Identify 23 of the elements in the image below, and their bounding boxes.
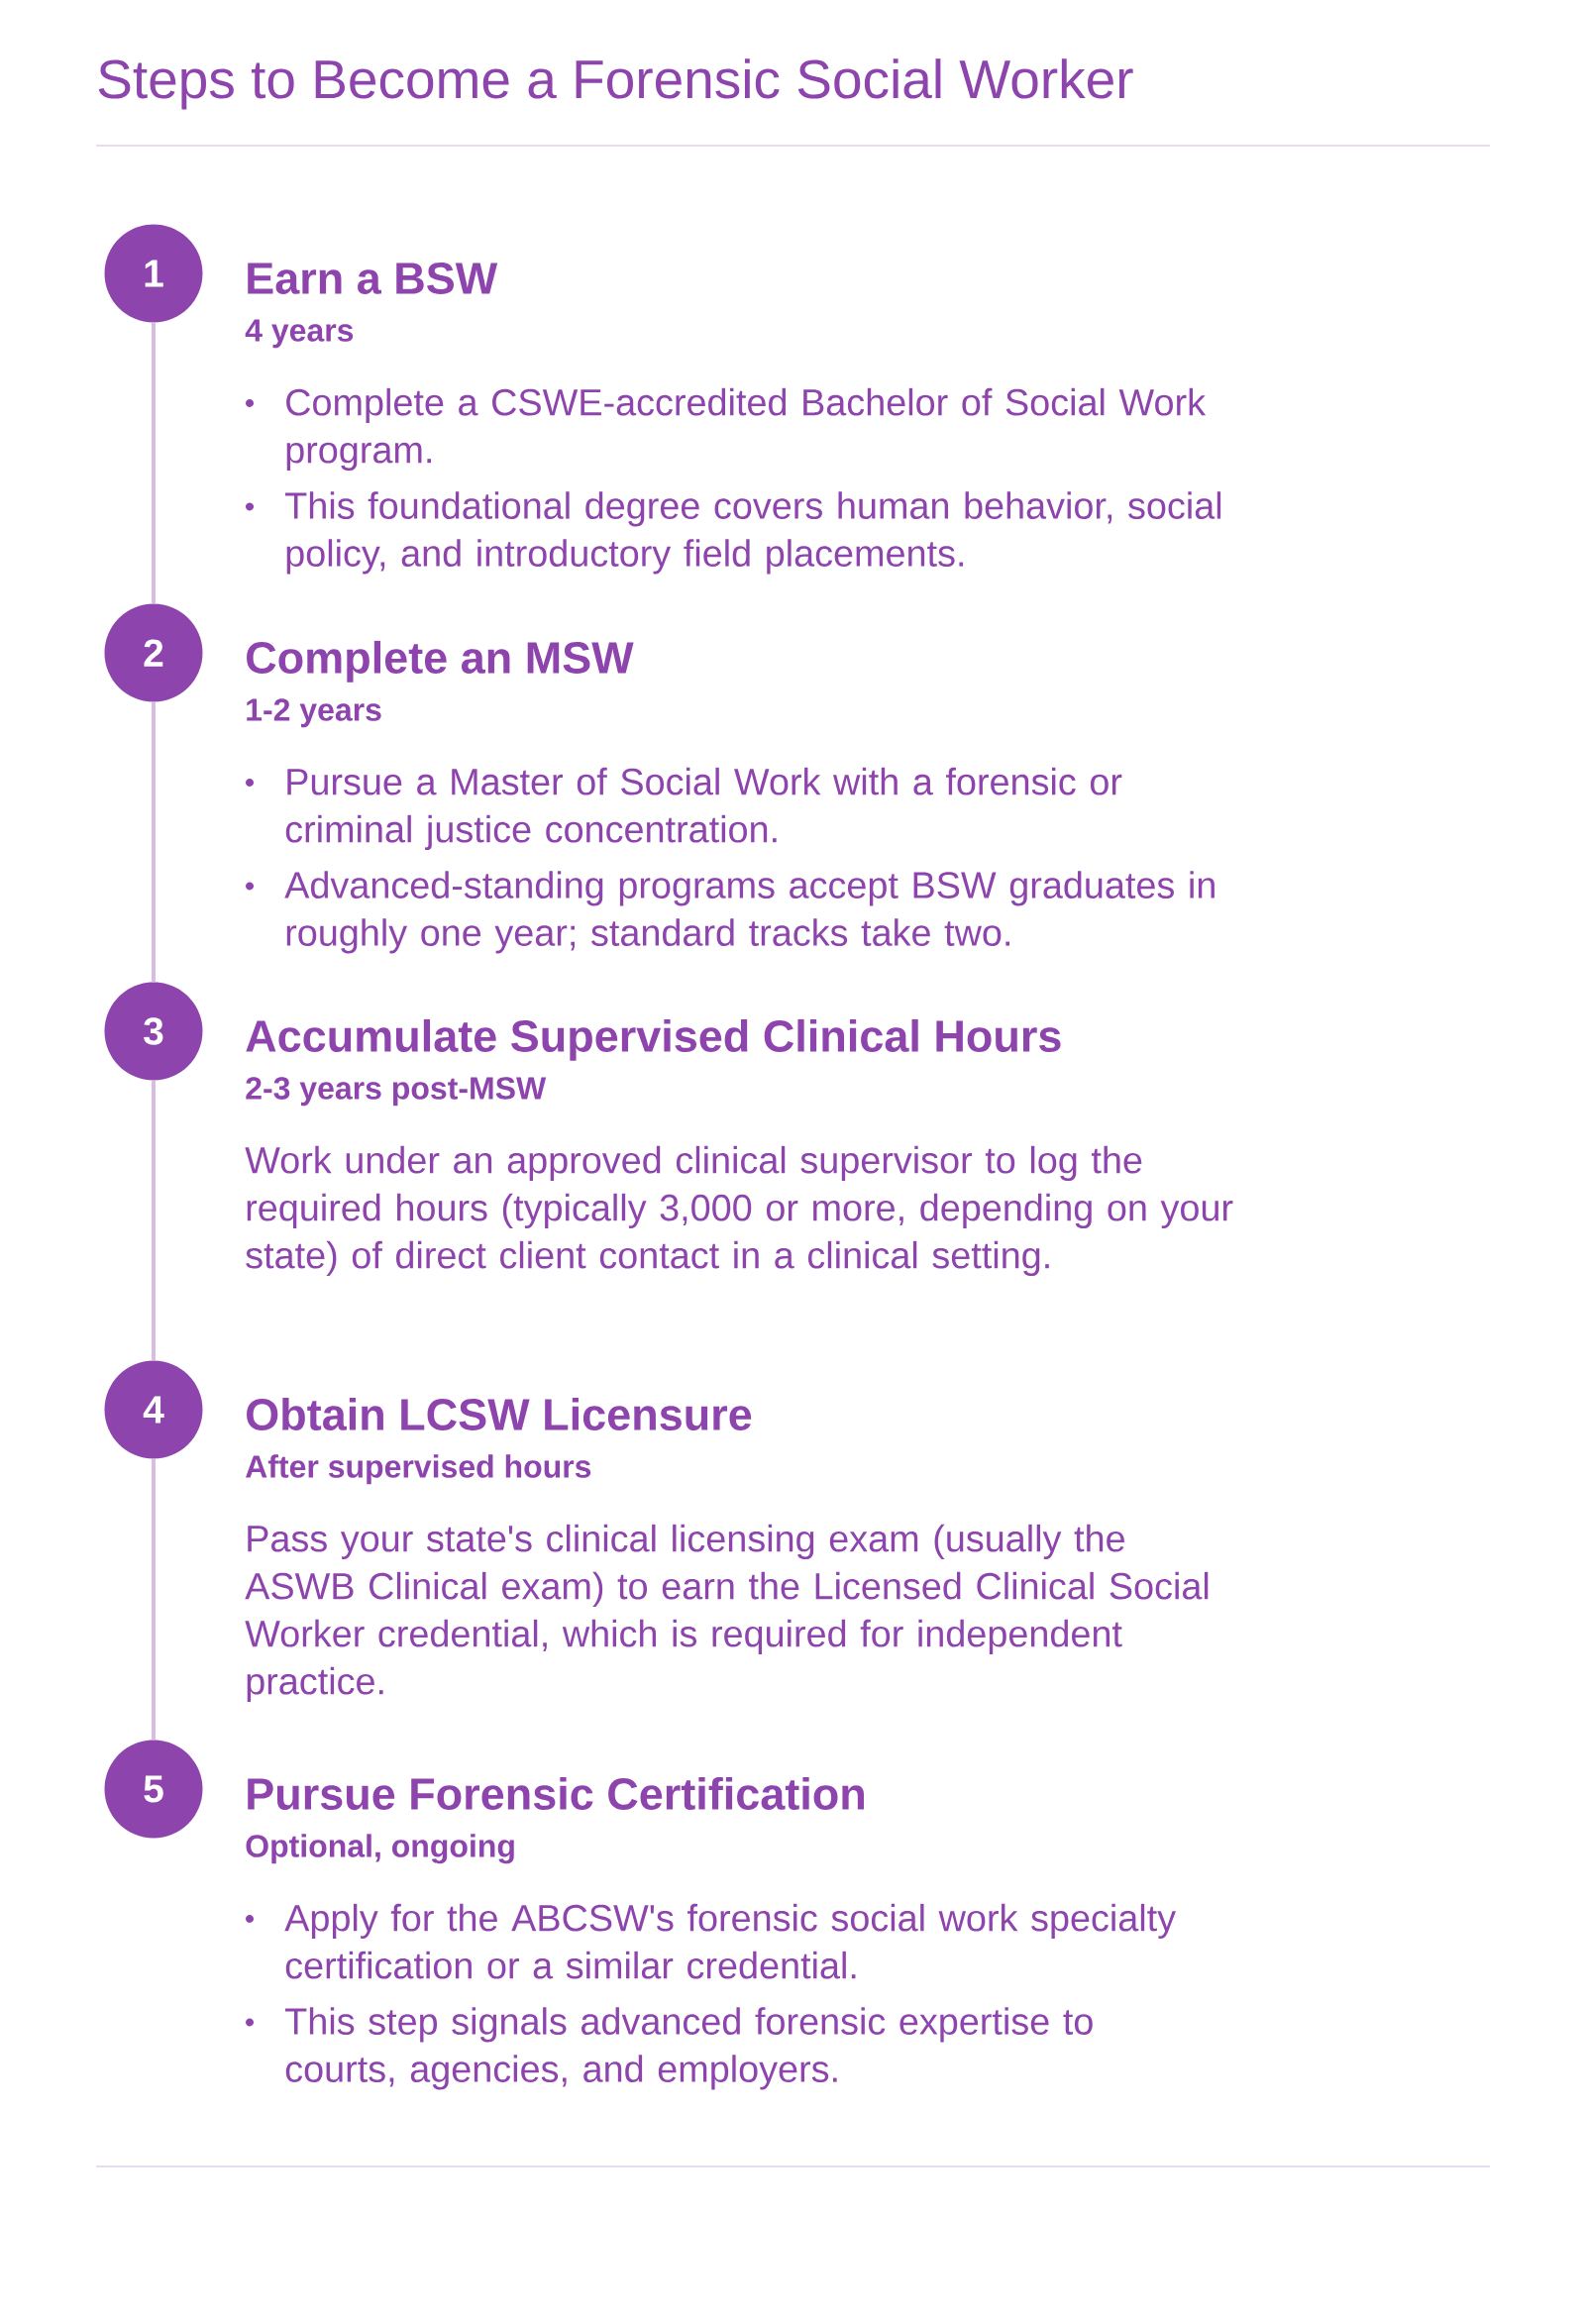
bullet-text: Complete a CSWE-accredited Bachelor of Social Work program. <box>286 387 1207 472</box>
bullet-text: Apply for the ABCSW's forensic social work specialty certification or a similar credential. <box>284 1903 1176 1979</box>
duration-text: 1-2 years <box>247 698 381 728</box>
step-heading: Pursue Forensic Certification <box>248 1776 864 1810</box>
bullet-text: This foundational degree covers human behavior, social policy, and introductory field placements. <box>285 491 1221 575</box>
step-heading: Accumulate Supervised Clinical Hours <box>246 1018 1061 1061</box>
title: Steps to Become a Forensic Social Worker <box>98 58 1133 110</box>
bullet-text: Advanced-standing programs accept BSW graduates in roughly one year; standard tracks take two. <box>284 871 1215 954</box>
duration-text: Optional, ongoing <box>246 1834 514 1864</box>
body-text: Pass your state's clinical licensing exam (usually the ASWB Clinical exam) to earn the Licensed Clinical Social Worker credential, which is required for independent practice. <box>245 1524 1209 1703</box>
connector-line <box>152 1458 156 1741</box>
bullet-text: Pursue a Master of Social Work with a forensic or criminal justice concentration. <box>285 767 1122 851</box>
connector-line <box>152 1080 156 1361</box>
duration-text: 4 years <box>245 319 354 349</box>
duration-text: After supervised hours <box>246 1454 591 1485</box>
step-heading: Complete an MSW <box>247 640 634 683</box>
connector-line <box>152 322 156 604</box>
step-heading: Earn a BSW <box>248 263 498 294</box>
step-heading: Obtain LCSW Licensure <box>247 1397 752 1430</box>
connector-line <box>152 701 156 983</box>
duration-text: 2-3 years post-MSW <box>246 1077 547 1107</box>
bullet-text: This step signals advanced forensic expertise to courts, agencies, and employers. <box>285 2007 1093 2090</box>
body-text: Work under an approved clinical supervisor to log the required hours (typically 3,000 or more, depending on your state) of direct client contact in a clinical setting. <box>245 1145 1233 1277</box>
